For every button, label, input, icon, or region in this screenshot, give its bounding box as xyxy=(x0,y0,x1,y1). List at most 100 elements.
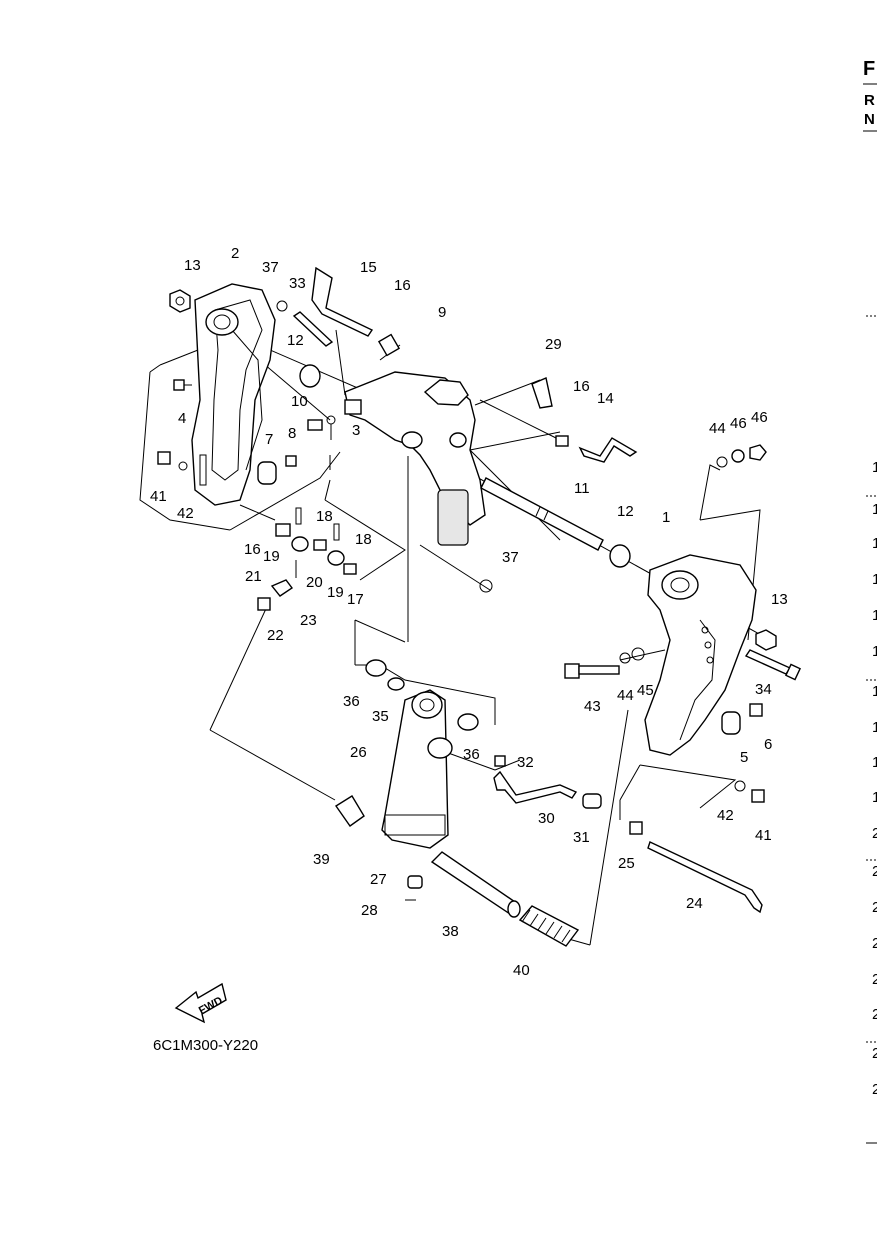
callout: 19 xyxy=(263,548,280,565)
callout: 14 xyxy=(597,390,614,407)
edge-number: 2 xyxy=(872,863,877,880)
edge-number: 2 xyxy=(872,935,877,952)
callout: 46 xyxy=(730,415,747,432)
part-26-tilt-tube xyxy=(381,689,453,849)
fwd-arrow-icon: FWD xyxy=(174,982,227,1024)
callout: 41 xyxy=(150,488,167,505)
callout: 13 xyxy=(771,591,788,608)
edge-number: 2 xyxy=(872,1081,877,1098)
part-15-bracket-pin xyxy=(311,266,374,337)
callout: 45 xyxy=(637,682,654,699)
callout: 24 xyxy=(686,895,703,912)
callout: 37 xyxy=(502,549,519,566)
edge-number: 2 xyxy=(872,1006,877,1023)
callout: 9 xyxy=(438,304,446,321)
callout: 2 xyxy=(231,245,239,262)
callout: 33 xyxy=(289,275,306,292)
edge-letter: F xyxy=(863,58,875,80)
callout: 43 xyxy=(584,698,601,715)
small-parts xyxy=(157,289,777,901)
callout: 20 xyxy=(306,574,323,591)
edge-number: 1 xyxy=(872,535,877,552)
edge-number: 2 xyxy=(872,1045,877,1062)
edge-number: 1 xyxy=(872,754,877,771)
callout: 13 xyxy=(184,257,201,274)
part-33-pin xyxy=(292,311,334,347)
callout: 15 xyxy=(360,259,377,276)
callout: 8 xyxy=(288,425,296,442)
edge-number: 1 xyxy=(872,571,877,588)
callout: 7 xyxy=(265,431,273,448)
callout: 23 xyxy=(300,612,317,629)
callout: 41 xyxy=(755,827,772,844)
callout: 5 xyxy=(740,749,748,766)
edge-number: 2 xyxy=(872,899,877,916)
edge-number: 1 xyxy=(872,719,877,736)
callout: 22 xyxy=(267,627,284,644)
edge-number: 1 xyxy=(872,501,877,518)
part-30-handle xyxy=(493,770,578,804)
callout: 3 xyxy=(352,422,360,439)
callout-labels: 13 2 37 33 15 16 9 29 16 14 44 46 46 12 … xyxy=(150,245,788,979)
callout: 44 xyxy=(617,687,634,704)
callout: 12 xyxy=(287,332,304,349)
part-2-left-clamp-bracket xyxy=(191,283,276,506)
callout: 44 xyxy=(709,420,726,437)
edge-number: 2 xyxy=(872,825,877,842)
callout: 26 xyxy=(350,744,367,761)
diagram-code: 6C1M300-Y220 xyxy=(153,1037,258,1054)
callout: 42 xyxy=(717,807,734,824)
callout: 42 xyxy=(177,505,194,522)
callout: 31 xyxy=(573,829,590,846)
callout: 46 xyxy=(751,409,768,426)
callout: 40 xyxy=(513,962,530,979)
callout: 6 xyxy=(764,736,772,753)
callout: 11 xyxy=(574,480,590,497)
callout: 16 xyxy=(244,541,261,558)
part-38-rod xyxy=(430,851,521,918)
callout: 37 xyxy=(262,259,279,276)
callout: 28 xyxy=(361,902,378,919)
part-24-rod xyxy=(647,841,763,914)
part-11-tilt-shaft xyxy=(480,477,604,551)
callout: 38 xyxy=(442,923,459,940)
callout: 36 xyxy=(343,693,360,710)
edge-letter: N xyxy=(864,111,875,128)
edge-number: 1 xyxy=(872,643,877,660)
callout: 21 xyxy=(245,568,262,585)
callout: 16 xyxy=(394,277,411,294)
callout: 29 xyxy=(545,336,562,353)
callout: 18 xyxy=(355,531,372,548)
part-1-right-clamp-bracket xyxy=(644,554,757,756)
edge-letter: R xyxy=(864,92,875,109)
callout: 19 xyxy=(327,584,344,601)
part-34-bolt xyxy=(744,649,801,681)
callout: 4 xyxy=(178,410,186,427)
part-14-lever xyxy=(578,437,638,463)
callout: 25 xyxy=(618,855,635,872)
right-edge-column: F R N 1 1 1 1 1 1 1 1 1 1 2 2 2 2 2 2 2 … xyxy=(863,58,877,1144)
edge-number: 1 xyxy=(872,789,877,806)
part-40-spring xyxy=(518,905,580,947)
callout: 16 xyxy=(573,378,590,395)
callout: 32 xyxy=(517,754,534,771)
part-43-bolt xyxy=(564,663,620,679)
callout: 39 xyxy=(313,851,330,868)
callout: 12 xyxy=(617,503,634,520)
callout: 36 xyxy=(463,746,480,763)
callout: 1 xyxy=(662,509,670,526)
edge-number: 1 xyxy=(872,683,877,700)
callout: 10 xyxy=(291,393,308,410)
callout: 30 xyxy=(538,810,555,827)
edge-number: 1 xyxy=(872,459,877,476)
callout: 18 xyxy=(316,508,333,525)
edge-number: 1 xyxy=(872,607,877,624)
callout: 35 xyxy=(372,708,389,725)
edge-number: 2 xyxy=(872,971,877,988)
callout: 34 xyxy=(755,681,772,698)
part-9-swivel-bracket xyxy=(344,371,486,546)
callout: 27 xyxy=(370,871,387,888)
callout: 17 xyxy=(347,591,364,608)
